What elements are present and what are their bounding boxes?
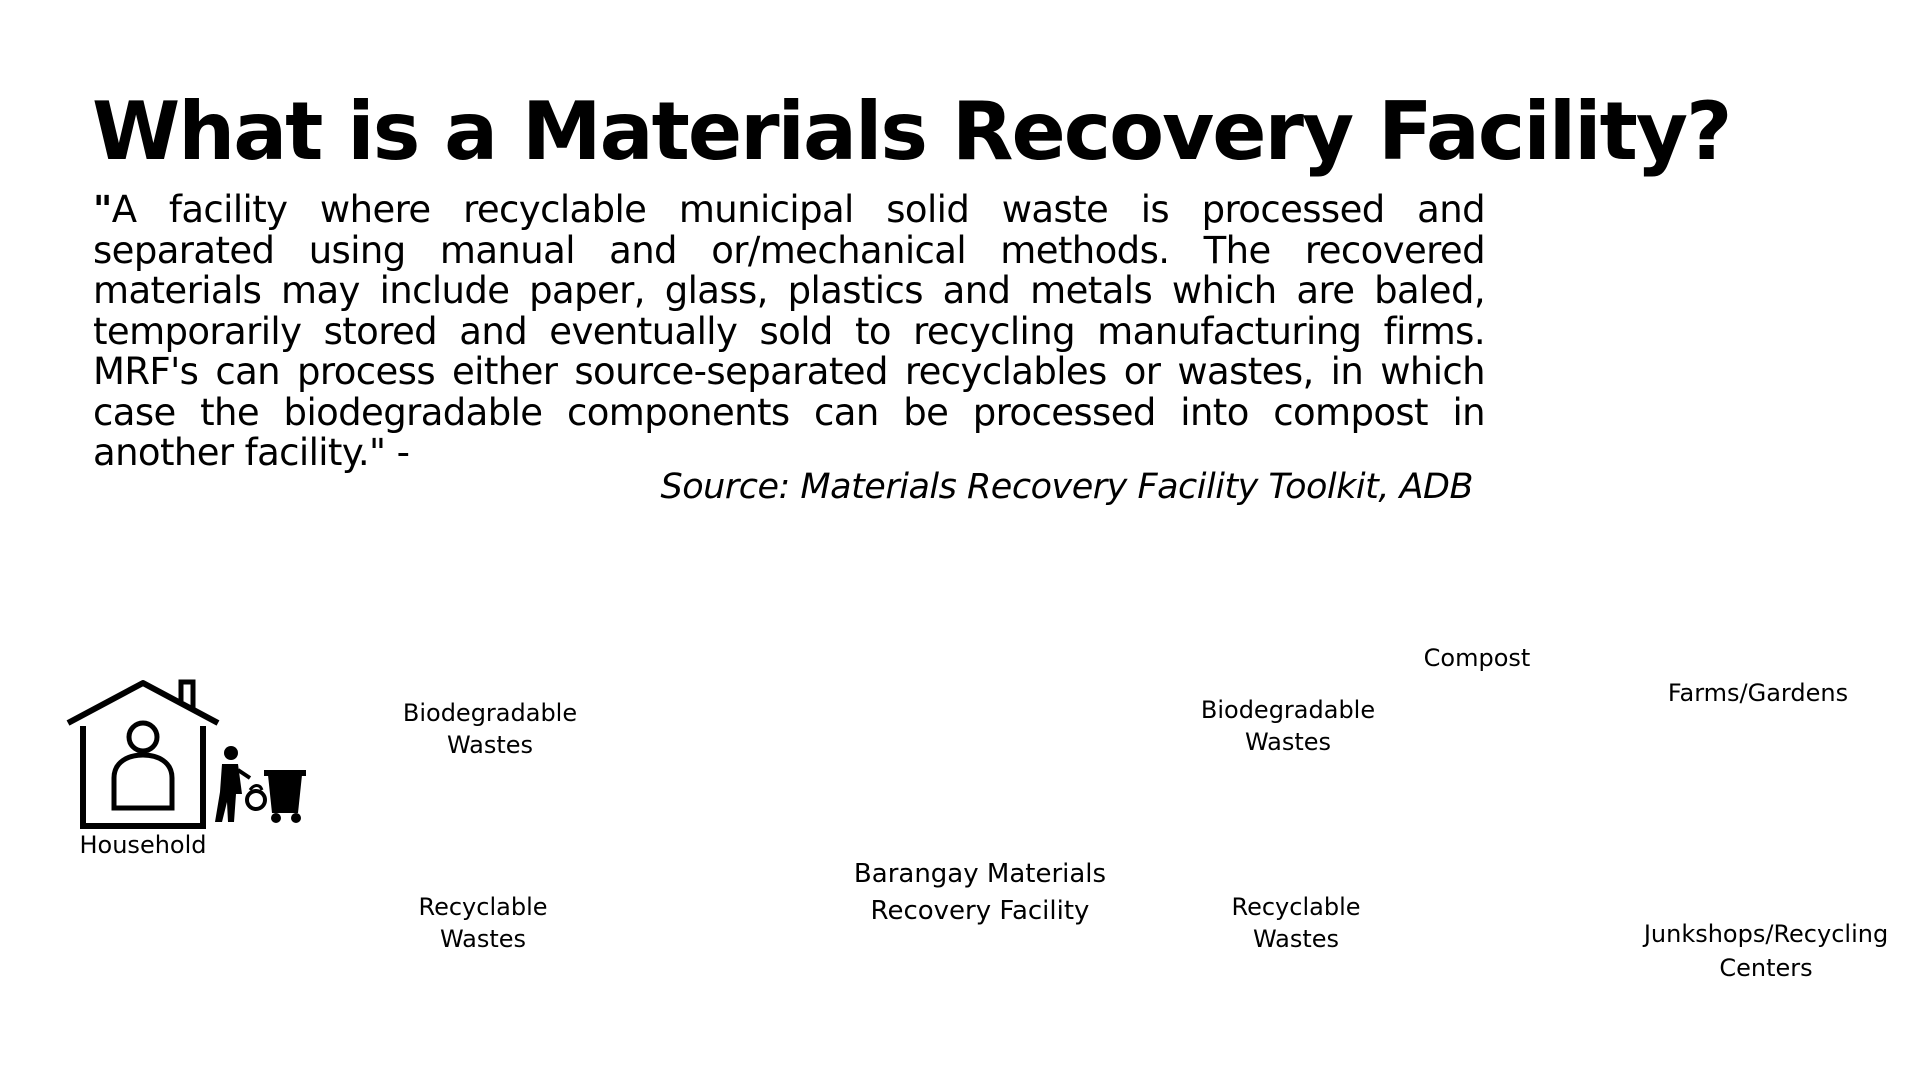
mrf-label: Barangay Materials Recovery Facility bbox=[853, 859, 1107, 926]
recyclable-wastes-label-right: Recyclable Wastes bbox=[1231, 893, 1361, 953]
house-person-icon bbox=[66, 679, 220, 829]
page-title: What is a Materials Recovery Facility? bbox=[92, 85, 1732, 178]
source-citation: Source: Materials Recovery Facility Tool… bbox=[660, 467, 1474, 507]
opening-quote: " bbox=[93, 188, 112, 231]
mrf-definition: "A facility where recyclable municipal s… bbox=[93, 188, 1486, 474]
farms-gardens-label: Farms/Gardens bbox=[1667, 679, 1849, 707]
compost-label: Compost bbox=[1423, 644, 1531, 672]
household-label: Household bbox=[79, 831, 207, 859]
recyclable-wastes-label-left: Recyclable Wastes bbox=[418, 893, 548, 953]
biodegradable-wastes-label-left: Biodegradable Wastes bbox=[402, 699, 578, 759]
person-with-trash-cart-icon bbox=[215, 746, 306, 823]
definition-text: A facility where recyclable municipal so… bbox=[93, 188, 1486, 474]
junkshops-label: Junkshops/Recycling Centers bbox=[1643, 920, 1889, 982]
biodegradable-wastes-label-right: Biodegradable Wastes bbox=[1200, 696, 1376, 756]
